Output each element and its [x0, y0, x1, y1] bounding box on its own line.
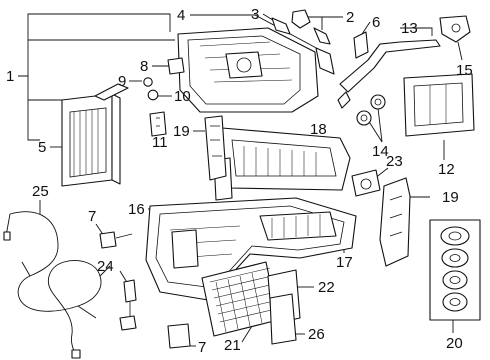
callout-1: 1: [6, 68, 14, 85]
callout-3: 3: [251, 6, 259, 23]
callout-19-right: 19: [442, 189, 459, 206]
side-brackets: [204, 115, 411, 267]
mid-assembly: [213, 127, 351, 201]
filter-frame: [403, 73, 475, 137]
callout-8: 8: [140, 58, 148, 75]
callout-13: 13: [401, 20, 418, 37]
callout-14: 14: [372, 143, 389, 160]
callout-22: 22: [318, 279, 335, 296]
evaporator-core: [61, 83, 129, 187]
actuators: [99, 231, 191, 349]
callout-5: 5: [38, 139, 46, 156]
wiring-harness: [3, 211, 111, 359]
callout-11: 11: [152, 134, 168, 151]
callout-16: 16: [128, 201, 145, 218]
callout-numbers: 1 2 3 4 5 6 7 7 8 9 10 11 12 13 14 15 16…: [6, 6, 473, 356]
callout-24: 24: [97, 258, 114, 275]
callout-12: 12: [438, 161, 455, 178]
lower-case: [145, 197, 357, 301]
callout-17: 17: [336, 254, 353, 271]
upper-case: [177, 27, 319, 113]
callout-18: 18: [310, 121, 327, 138]
callout-6: 6: [372, 14, 380, 31]
actuator: [351, 169, 381, 197]
callout-9: 9: [118, 73, 126, 90]
callout-7-bottom: 7: [198, 339, 206, 356]
callout-25: 25: [32, 183, 49, 200]
callout-10: 10: [174, 88, 191, 105]
callout-7-top: 7: [88, 208, 96, 225]
callout-2: 2: [346, 9, 354, 26]
callout-26: 26: [308, 326, 325, 343]
callout-21: 21: [224, 337, 241, 354]
refrigerant-lines: [337, 15, 471, 109]
callout-15: 15: [456, 62, 473, 79]
heater-core: [201, 261, 301, 345]
callout-19-top: 19: [173, 123, 190, 140]
grommets-inset: [429, 219, 481, 321]
small-parts-top: [143, 9, 369, 137]
callout-23: 23: [386, 153, 403, 170]
callout-4: 4: [177, 7, 185, 24]
expansion-valve: [356, 94, 386, 126]
callout-20: 20: [446, 335, 463, 352]
